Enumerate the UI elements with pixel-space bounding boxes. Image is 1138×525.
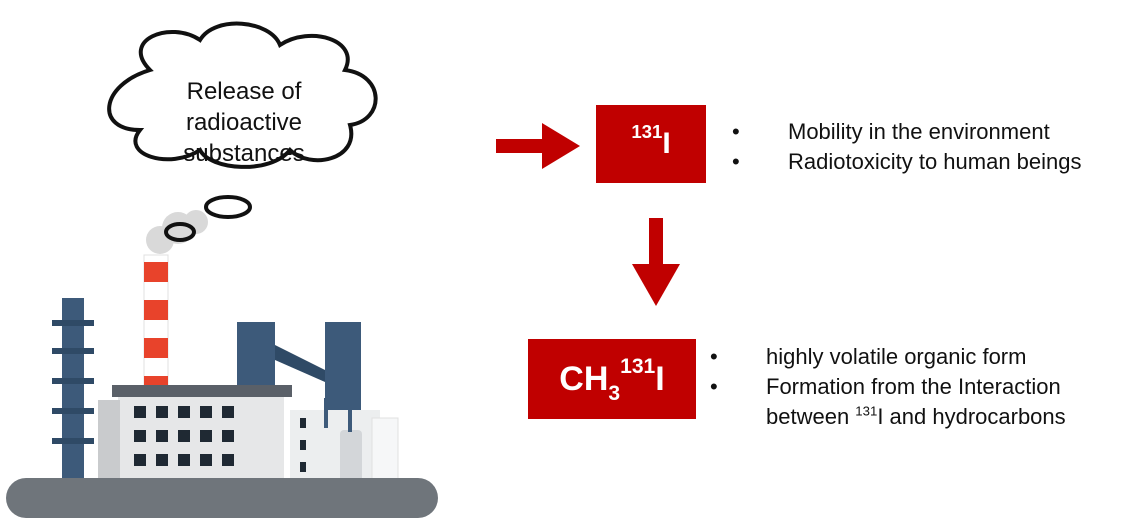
methyl-property-1: highly volatile organic form: [766, 344, 1027, 369]
list-item: • Radiotoxicity to human beings: [732, 147, 1082, 177]
cloud-text: Release of radioactive substances: [140, 76, 348, 169]
cloud-text-line1: Release of radioactive: [185, 78, 303, 136]
methyl-mass-number: 131: [620, 354, 656, 378]
building-windows: [134, 406, 234, 466]
bullet: •: [710, 344, 718, 369]
list-item: • Formation from the Interaction: [710, 372, 1066, 402]
right-arrow: [496, 123, 580, 169]
text-segment: I and hydrocarbons: [877, 404, 1066, 429]
left-tower: [62, 298, 84, 482]
methyl-iodide-box: CH3 131I: [528, 339, 696, 419]
methyl-prefix: CH: [559, 359, 609, 398]
iodine-property-2: Radiotoxicity to human beings: [788, 149, 1082, 174]
iodine-properties: • Mobility in the environment • Radiotox…: [732, 117, 1082, 177]
factory-illustration: [6, 195, 438, 518]
smoke-ring-small: [164, 222, 196, 242]
iodine-box: 131I: [596, 105, 706, 183]
methyl-property-2-line2: between 131I and hydrocarbons: [710, 402, 1066, 432]
iodine-mass-number-inline: 131: [855, 403, 878, 419]
iodine-symbol: I: [662, 127, 671, 160]
list-item: • highly volatile organic form: [710, 342, 1066, 372]
methyl-symbol: I: [655, 359, 665, 398]
bullet: •: [732, 119, 740, 144]
iodine-mass-number: 131: [631, 121, 663, 143]
list-item: • Mobility in the environment: [732, 117, 1082, 147]
methyl-subscript: 3: [608, 382, 621, 406]
smoke-ring-large: [204, 195, 252, 219]
thought-cloud: [107, 21, 378, 169]
ground: [6, 478, 438, 518]
methyl-properties: • highly volatile organic form • Formati…: [710, 342, 1066, 432]
iodine-property-1: Mobility in the environment: [788, 119, 1050, 144]
text-segment: between: [766, 404, 856, 429]
down-arrow: [632, 218, 680, 306]
methyl-property-2-line1: Formation from the Interaction: [766, 374, 1061, 399]
bullet: •: [710, 374, 718, 399]
cloud-text-line2: substances: [183, 140, 305, 167]
main-building-roof: [112, 385, 292, 397]
bullet: •: [732, 149, 740, 174]
pipe-connector: [275, 345, 325, 382]
